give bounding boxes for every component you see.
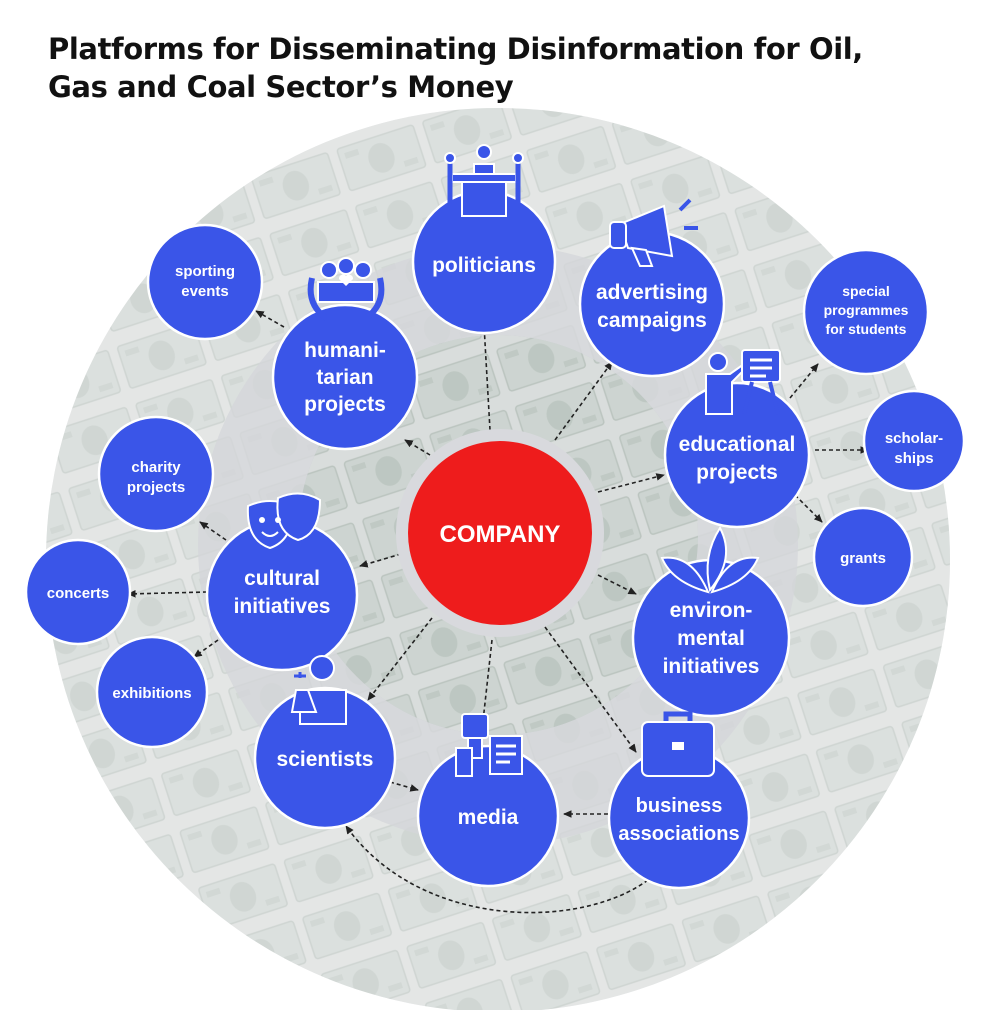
label-layer: COMPANY politicians advertising campaigns hu… [47,254,943,845]
diagram-title: Platforms for Disseminating Disinformati… [48,30,948,106]
label-humanitarian-line-2: tarian [316,366,373,389]
node-sporting-events [146,223,264,341]
label-special-line-1: special [842,283,889,299]
label-cultural: cultural initiatives [234,567,331,618]
arrow-company-media [479,639,493,731]
label-humanitarian-line-1: humani- [304,339,386,362]
label-sporting: sporting events [175,263,235,300]
label-cultural-line-2: initiatives [234,595,331,618]
label-concerts: concerts [47,585,110,602]
arrow-educational-grants [794,494,823,523]
label-advertising: advertising campaigns [596,281,708,332]
label-educational-line-1: educational [679,433,796,456]
theater-masks-icon [246,492,322,550]
arrow-humanitarian-sporting [255,310,285,328]
arrow-cultural-exhibitions [193,639,219,658]
microphone-newspaper-icon [455,713,523,777]
scientist-icon [290,655,347,725]
label-scholarships: scholar-ships [885,430,943,467]
arrow-company-scientists [367,617,433,701]
label-politicians-line-1: politicians [432,254,536,277]
label-educational: educational projects [679,433,796,484]
leaves-icon [660,526,760,594]
label-scientists-line-1: scientists [277,748,374,771]
label-charity: charity projects [127,459,185,496]
arrow-company-environmental [597,574,637,595]
label-sporting-line-1: sporting [175,263,235,280]
podium-speaker-icon [444,144,524,217]
arrow-scientists-media [389,781,419,792]
arrow-business-scientists [345,825,649,914]
label-media-line-1: media [458,806,519,829]
arrow-cultural-charity [199,521,227,541]
label-advertising-line-2: campaigns [597,309,707,332]
main-nodes [205,189,811,890]
arrow-company-politicians [480,324,491,431]
arrow-company-advertising [554,361,613,441]
label-environmental: environ-mental initiatives [663,599,760,678]
node-media [416,744,560,888]
label-center: COMPANY [440,521,561,548]
label-grants: grants [840,550,886,567]
company-node [396,429,604,637]
label-concerts-line-1: concerts [47,585,110,602]
arrow-educational-special [789,363,819,399]
arrow-cultural-concerts [127,589,208,598]
label-scholarships-line-2: ships [894,450,933,467]
label-exhibitions: exhibitions [112,685,191,702]
arrow-company-humanitarian [404,439,431,456]
label-center-line-1: COMPANY [440,521,561,548]
label-business: business associations [618,795,739,845]
label-charity-line-2: projects [127,479,185,496]
label-environmental-line-3: initiatives [663,655,760,678]
label-scientists: scientists [277,748,374,771]
node-charity-projects [97,415,215,533]
label-environmental-line-2: mental [677,627,745,650]
arrow-company-educational [597,473,665,493]
node-advertising-campaigns [578,230,726,378]
label-business-line-2: associations [618,823,739,845]
label-special: special programmes for students [824,283,909,337]
label-grants-line-1: grants [840,550,886,567]
label-media: media [458,806,519,829]
title-line-2: Gas and Coal Sector’s Money [48,70,514,104]
node-special-programmes [802,248,930,376]
title-line-1: Platforms for Disseminating Disinformati… [48,32,863,66]
label-cultural-line-1: cultural [244,567,320,590]
node-educational-projects [663,381,811,529]
arrow-company-business [544,626,637,753]
label-business-line-1: business [636,795,723,817]
label-scholarships-line-1: scholar- [885,430,943,447]
label-exhibitions-line-1: exhibitions [112,685,191,702]
secondary-nodes [24,223,966,749]
node-scientists [253,686,397,830]
node-humanitarian-projects [271,303,419,451]
node-concerts [24,538,132,646]
node-exhibitions [95,635,209,749]
label-charity-line-1: charity [131,459,181,476]
briefcase-icon [641,711,715,777]
family-in-hands-icon [307,257,385,321]
arrow-layer [127,310,869,914]
label-advertising-line-1: advertising [596,281,708,304]
label-sporting-line-2: events [181,283,229,300]
megaphone-icon [609,198,698,267]
node-scholarships [862,389,966,493]
teacher-at-board-icon [705,349,781,415]
node-grants [812,506,914,608]
label-humanitarian-line-3: projects [304,393,386,416]
label-educational-line-2: projects [696,461,778,484]
icon-layer [246,144,781,777]
label-special-line-2: programmes [824,302,909,318]
company-circle [408,441,592,625]
label-environmental-line-1: environ- [670,599,753,622]
label-humanitarian: humani-tarian projects [304,339,386,416]
label-politicians: politicians [432,254,536,277]
label-special-line-3: for students [826,321,907,337]
